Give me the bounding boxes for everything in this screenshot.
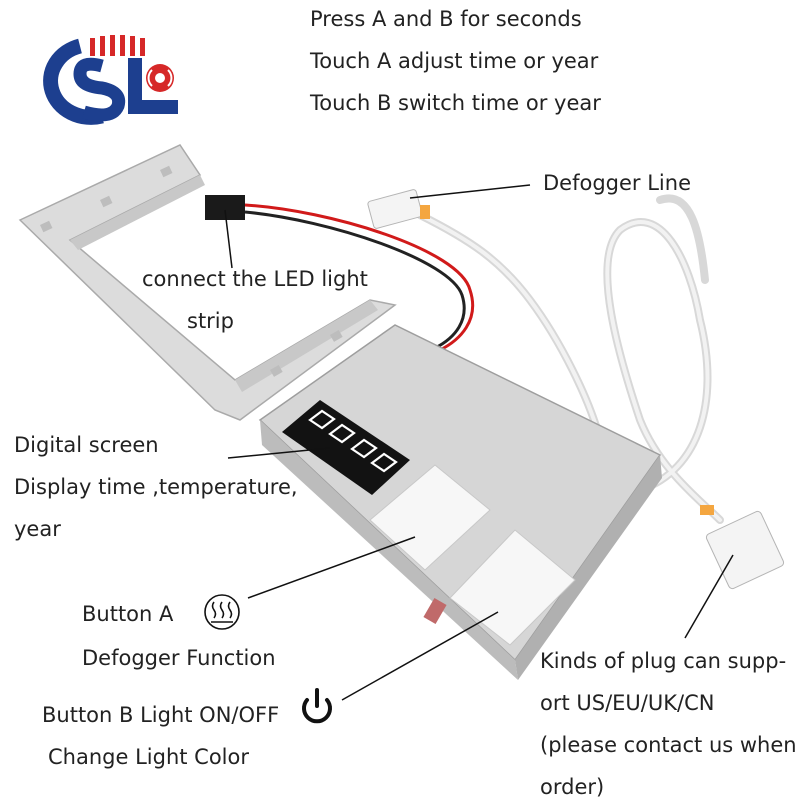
brand-logo — [40, 28, 185, 128]
instruction-press-ab: Press A and B for seconds — [310, 7, 582, 31]
leader-lines — [224, 184, 734, 701]
label-change-color: Change Light Color — [48, 745, 249, 769]
controller-box — [258, 324, 662, 680]
label-button-a: Button A — [82, 602, 174, 626]
logo-mark — [43, 35, 178, 125]
led-connector — [205, 195, 475, 352]
instruction-touch-a: Touch A adjust time or year — [310, 49, 599, 73]
power-icon — [302, 688, 332, 724]
label-screen-line1: Digital screen — [14, 433, 159, 457]
label-led-line2: strip — [187, 309, 234, 333]
defogger-connector — [367, 189, 430, 229]
label-plug-line4: order) — [540, 775, 605, 799]
touch-pad-b — [449, 529, 576, 646]
mounting-frame — [18, 144, 397, 421]
label-defogger-line: Defogger Line — [543, 171, 691, 195]
touch-pad-a — [369, 464, 491, 571]
screen-digits — [308, 409, 398, 473]
label-led-line1: connect the LED light — [142, 267, 368, 291]
instruction-touch-b: Touch B switch time or year — [310, 91, 601, 115]
label-button-b: Button B Light ON/OFF — [42, 703, 280, 727]
label-screen-line3: year — [14, 517, 61, 541]
label-screen-line2: Display time ,temperature, — [14, 475, 298, 499]
defogger-icon — [204, 594, 240, 630]
label-plug-line2: ort US/EU/UK/CN — [540, 691, 715, 715]
label-defogger-function: Defogger Function — [82, 646, 276, 670]
label-plug-line3: (please contact us when — [540, 733, 797, 757]
label-plug-line1: Kinds of plug can supp- — [540, 649, 787, 673]
white-cables — [416, 194, 724, 524]
plug-connector — [700, 505, 785, 590]
